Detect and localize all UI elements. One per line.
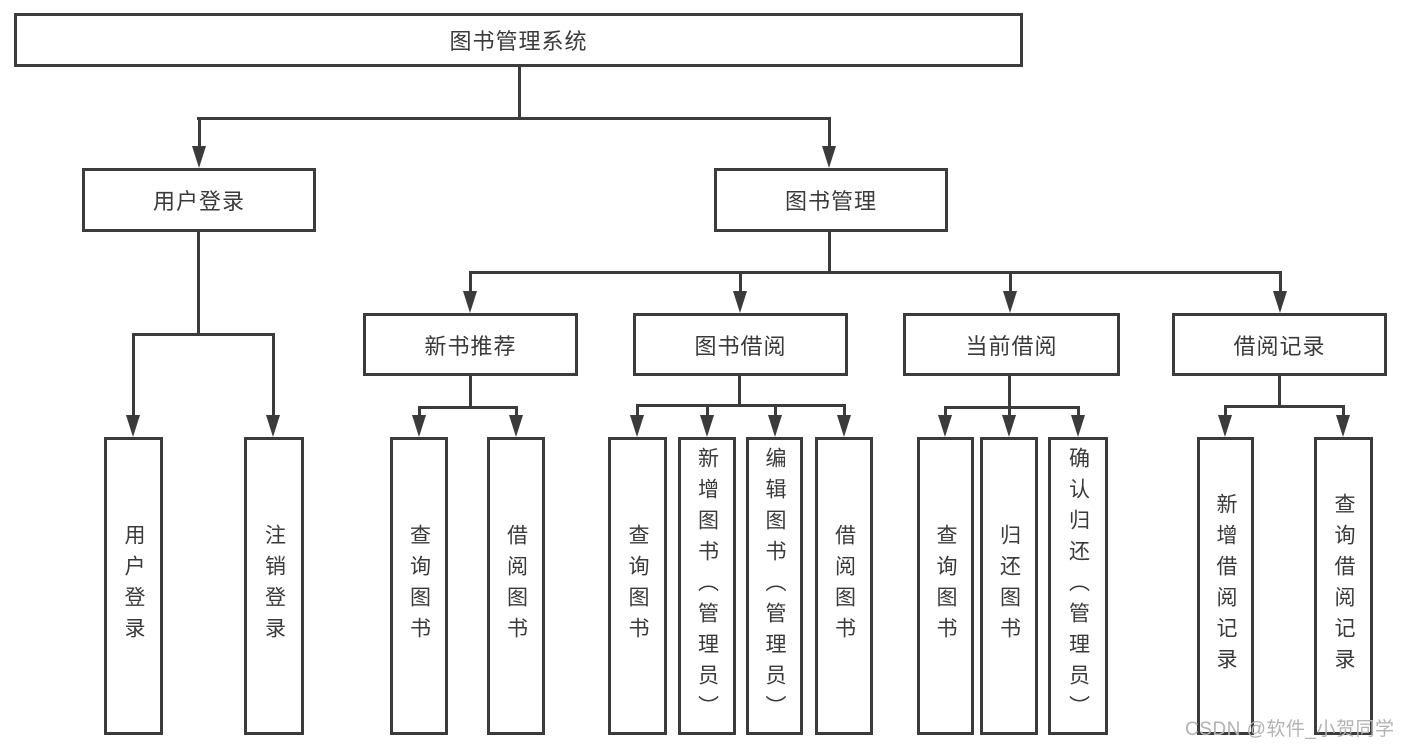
node-user-login: 用户登录 bbox=[82, 168, 316, 232]
leaf-return-books: 归还图书 bbox=[980, 437, 1038, 735]
csdn-watermark: CSDN @软件_小贺同学 bbox=[1185, 719, 1395, 740]
leaf-label: 借阅图书 bbox=[504, 524, 528, 648]
leaf-borrow-books-rec: 借阅图书 bbox=[487, 437, 545, 735]
leaf-add-book-admin: 新增图书（管理员） bbox=[678, 437, 736, 735]
node-library-management-system: 图书管理系统 bbox=[14, 13, 1023, 67]
connector-arrow-icon bbox=[1001, 406, 1017, 437]
node-current-borrowing: 当前借阅 bbox=[903, 313, 1120, 376]
connector-arrow-icon bbox=[821, 117, 837, 168]
connector-line bbox=[197, 232, 200, 336]
leaf-query-borrow-record: 查询借阅记录 bbox=[1314, 437, 1373, 735]
node-book-management: 图书管理 bbox=[714, 168, 948, 232]
connector-arrow-icon bbox=[1070, 406, 1086, 437]
leaf-label: 查询图书 bbox=[407, 524, 431, 648]
connector-line bbox=[1008, 376, 1011, 409]
leaf-label: 新增图书（管理员） bbox=[695, 446, 719, 726]
connector-line bbox=[132, 333, 275, 336]
connector-arrow-icon bbox=[767, 404, 783, 437]
leaf-query-books-rec: 查询图书 bbox=[390, 437, 448, 735]
leaf-label: 查询借阅记录 bbox=[1332, 493, 1355, 679]
leaf-label: 归还图书 bbox=[997, 524, 1021, 648]
connector-arrow-icon bbox=[508, 406, 524, 437]
connector-arrow-icon bbox=[699, 404, 715, 437]
connector-line bbox=[828, 232, 831, 274]
leaf-query-books-current: 查询图书 bbox=[917, 437, 974, 735]
leaf-label: 借阅图书 bbox=[832, 524, 856, 648]
connector-arrow-icon bbox=[732, 271, 748, 313]
connector-line bbox=[738, 376, 741, 407]
leaf-edit-book-admin: 编辑图书（管理员） bbox=[746, 437, 803, 735]
leaf-label: 用户登录 bbox=[122, 524, 145, 648]
connector-arrow-icon bbox=[411, 406, 427, 437]
connector-arrow-icon bbox=[1002, 271, 1018, 313]
connector-arrow-icon bbox=[629, 404, 645, 437]
leaf-user-login: 用户登录 bbox=[104, 437, 163, 735]
node-borrowing-records: 借阅记录 bbox=[1172, 313, 1387, 376]
connector-arrow-icon bbox=[836, 404, 852, 437]
leaf-confirm-return-admin: 确认归还（管理员） bbox=[1048, 437, 1108, 735]
leaf-label: 确认归还（管理员） bbox=[1066, 446, 1090, 726]
leaf-label: 编辑图书（管理员） bbox=[763, 446, 786, 726]
connector-arrow-icon bbox=[265, 333, 281, 437]
connector-arrow-icon bbox=[462, 271, 478, 313]
connector-line bbox=[197, 117, 831, 120]
connector-arrow-icon bbox=[191, 117, 207, 168]
connector-arrow-icon bbox=[125, 333, 141, 437]
connector-line bbox=[518, 67, 521, 120]
leaf-label: 查询图书 bbox=[626, 524, 649, 648]
connector-arrow-icon bbox=[1272, 271, 1288, 313]
node-book-borrowing: 图书借阅 bbox=[633, 313, 848, 376]
connector-line bbox=[1224, 405, 1345, 408]
leaf-label: 注销登录 bbox=[262, 524, 286, 648]
leaf-label: 查询图书 bbox=[934, 524, 957, 648]
leaf-label: 新增借阅记录 bbox=[1214, 493, 1237, 679]
connector-line bbox=[944, 406, 1080, 409]
leaf-query-books-borrow: 查询图书 bbox=[608, 437, 667, 735]
connector-line bbox=[418, 406, 518, 409]
leaf-add-borrow-record: 新增借阅记录 bbox=[1197, 437, 1254, 735]
connector-line bbox=[469, 271, 1282, 274]
leaf-logout: 注销登录 bbox=[244, 437, 304, 735]
connector-arrow-icon bbox=[1217, 405, 1233, 437]
node-new-book-recommendation: 新书推荐 bbox=[363, 313, 578, 376]
connector-arrow-icon bbox=[937, 406, 953, 437]
connector-line bbox=[469, 376, 472, 409]
connector-line bbox=[636, 404, 846, 407]
connector-arrow-icon bbox=[1335, 405, 1351, 437]
connector-line bbox=[1278, 376, 1281, 408]
leaf-borrow-books-2: 借阅图书 bbox=[815, 437, 873, 735]
